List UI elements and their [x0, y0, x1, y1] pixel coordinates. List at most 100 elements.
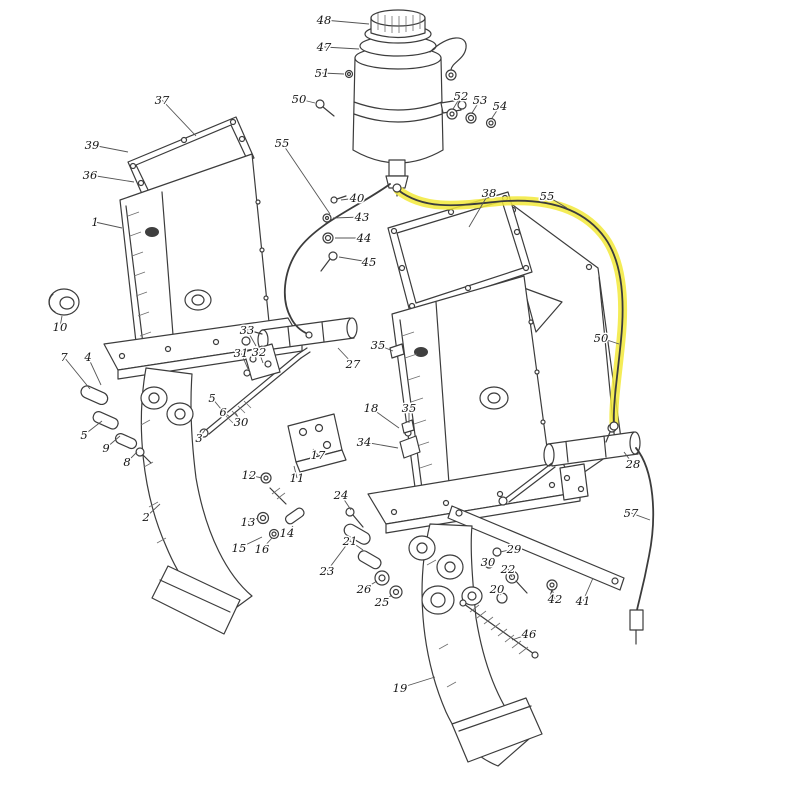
leader-line-30: [234, 411, 242, 423]
leader-line-10: [59, 315, 63, 328]
part-label-33: 33: [240, 323, 255, 337]
leader-line-5: [83, 420, 103, 436]
leader-line-43: [332, 216, 363, 219]
part-label-32: 32: [252, 345, 267, 359]
leader-line-7: [63, 356, 91, 390]
part-label-12: 12: [242, 468, 257, 482]
leader-line-51: [321, 72, 345, 75]
leader-line-30: [487, 561, 491, 565]
leader-line-8: [126, 451, 138, 463]
part-label-51: 51: [315, 66, 330, 80]
leader-line-41: [582, 577, 594, 602]
return-spring: [459, 599, 539, 659]
leader-line-16: [261, 537, 273, 550]
leader-line-24: [340, 494, 352, 511]
leader-line-47: [323, 46, 360, 50]
part-label-31: 31: [234, 346, 249, 360]
left-tower-body: [119, 153, 271, 361]
highlighted-hose-line: [397, 189, 624, 425]
part-label-48: 48: [316, 13, 332, 27]
leader-line-53: [471, 99, 481, 114]
leader-line-31: [240, 352, 249, 370]
cylinder-cable: [629, 447, 655, 645]
part-label-43: 43: [354, 210, 370, 224]
part-label-52: 52: [454, 89, 469, 103]
part-label-24: 24: [333, 488, 349, 502]
left-pedal-arm: [140, 367, 253, 635]
master-cylinder: [498, 423, 641, 506]
part-label-41: 41: [575, 594, 591, 608]
part-label-29: 29: [506, 542, 522, 556]
leader-line-46: [511, 633, 530, 641]
part-label-37: 37: [155, 93, 170, 107]
linkage-parts-right: [484, 547, 558, 604]
part-label-53: 53: [473, 93, 488, 107]
part-label-15: 15: [232, 541, 247, 555]
part-label-3: 3: [195, 431, 202, 445]
push-bar: [447, 505, 625, 591]
leader-line-12: [248, 474, 263, 479]
part-label-22: 22: [500, 562, 516, 576]
leader-line-42: [551, 588, 556, 600]
part-label-35: 35: [402, 401, 417, 415]
leader-line-37: [161, 99, 197, 137]
leader-line-19: [399, 676, 436, 689]
part-label-17: 17: [311, 448, 326, 462]
part-label-44: 44: [356, 231, 372, 245]
leader-line-21: [349, 540, 364, 551]
leader-line-50: [298, 98, 316, 104]
leader-line-15: [238, 536, 263, 549]
part-label-35: 35: [371, 338, 386, 352]
leader-line-36: [89, 174, 135, 183]
leader-line-4: [87, 356, 102, 386]
part-label-54: 54: [493, 99, 508, 113]
reservoir-hose-left: [283, 183, 391, 335]
leader-line-22: [507, 568, 513, 578]
leader-line-38: [468, 192, 490, 228]
part-label-50: 50: [594, 331, 609, 345]
leader-line-11: [293, 465, 298, 479]
part-label-30: 30: [481, 555, 496, 569]
part-label-26: 26: [356, 582, 372, 596]
part-label-1: 1: [91, 215, 98, 229]
part-label-34: 34: [357, 435, 372, 449]
part-label-45: 45: [361, 255, 377, 269]
leader-line-23: [326, 538, 352, 572]
leader-line-54: [491, 105, 501, 119]
leader-line-29: [499, 548, 515, 553]
leader-line-27: [337, 347, 354, 365]
part-label-28: 28: [625, 457, 641, 471]
leader-line-55: [546, 195, 568, 209]
part-label-36: 36: [83, 168, 98, 182]
leader-line-13: [247, 517, 259, 523]
part-label-9: 9: [102, 441, 109, 455]
leader-line-48: [323, 19, 370, 25]
leader-line-5: [211, 397, 222, 410]
part-label-27: 27: [345, 357, 361, 371]
leader-line-39: [91, 144, 129, 153]
part-label-8: 8: [123, 455, 130, 469]
part-label-47: 47: [316, 40, 332, 54]
right-pedal-arm: [408, 523, 543, 767]
reservoir: [315, 9, 497, 272]
leader-lines: [59, 19, 651, 689]
leader-line-35: [377, 344, 394, 352]
part-label-5: 5: [208, 391, 215, 405]
part-label-40: 40: [349, 191, 365, 205]
hoses: [283, 183, 628, 431]
part-label-16: 16: [255, 542, 270, 556]
clevis-pins-left: [80, 385, 152, 464]
leader-line-1: [94, 221, 123, 229]
part-label-5: 5: [80, 428, 87, 442]
right-tower-body: [391, 275, 551, 511]
leader-line-2: [145, 503, 161, 518]
leader-line-28: [623, 451, 634, 465]
part-label-23: 23: [319, 564, 335, 578]
part-label-20: 20: [489, 582, 505, 596]
part-label-42: 42: [547, 592, 563, 606]
part-label-10: 10: [53, 320, 68, 334]
part-label-2: 2: [141, 510, 149, 524]
part-label-7: 7: [60, 350, 68, 364]
